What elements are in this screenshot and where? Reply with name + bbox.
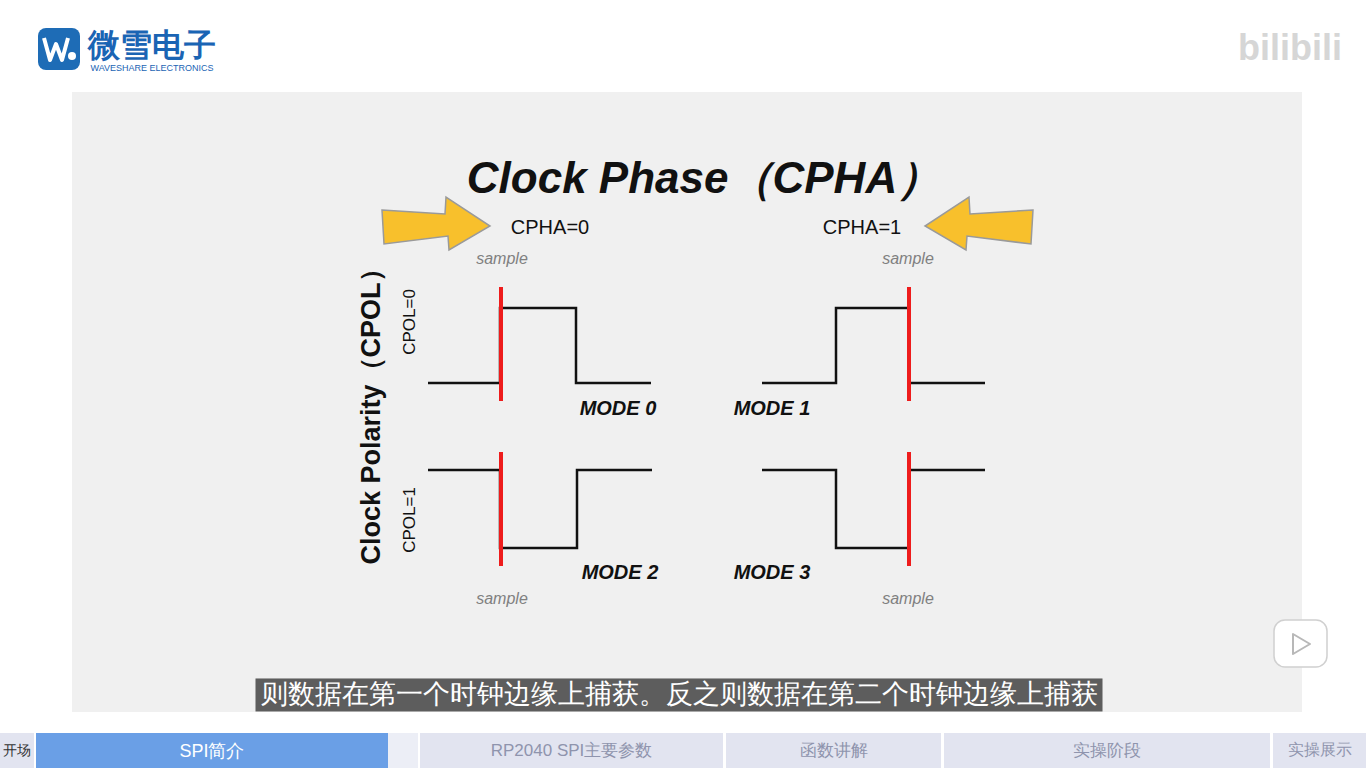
video-subtitle: 则数据在第一个时钟边缘上捕获。反之则数据在第二个时钟边缘上捕获	[256, 678, 1103, 711]
pointer-arrow	[925, 197, 1033, 250]
chapter-tab: 函数讲解	[726, 733, 941, 768]
clock-waveform	[762, 470, 985, 548]
pointer-arrow	[382, 197, 490, 250]
sample-line	[907, 452, 911, 566]
sample-line	[499, 452, 503, 566]
content-panel	[72, 92, 1302, 712]
brand-name: 微雪电子	[88, 27, 216, 64]
chapter-tab: 开场	[0, 733, 34, 768]
brand-subtitle: WAVESHARE ELECTRONICS	[90, 63, 213, 73]
play-button	[1274, 620, 1327, 667]
progress-filler	[388, 733, 418, 768]
tab-label: 函数讲解	[800, 739, 868, 762]
chapter-tab: RP2040 SPI主要参数	[420, 733, 723, 768]
sample-label: sample	[882, 590, 934, 608]
diagram-title: Clock Phase（CPHA）	[467, 153, 941, 204]
play-icon	[1293, 634, 1310, 654]
clock-waveforms	[428, 308, 985, 548]
sample-label: sample	[476, 590, 528, 608]
tab-label: 实操展示	[1288, 740, 1352, 761]
mode-label: MODE 1	[734, 397, 811, 420]
sample-label: sample	[476, 250, 528, 268]
polarity-label: CPOL=0	[400, 289, 420, 355]
logo-mark	[44, 38, 68, 60]
sample-line	[499, 287, 503, 401]
clock-waveform	[428, 308, 651, 383]
sample-label: sample	[882, 250, 934, 268]
tab-label: SPI简介	[179, 739, 244, 763]
tab-label: 实操阶段	[1073, 739, 1141, 762]
logo-dot	[68, 52, 76, 60]
phase-label: CPHA=1	[823, 216, 901, 239]
sample-markers	[501, 287, 909, 566]
active-chapter-tab: SPI简介	[36, 733, 388, 768]
chapter-tab: 实操展示	[1273, 733, 1366, 768]
tab-label: 开场	[3, 742, 31, 760]
clock-waveform	[762, 308, 985, 383]
phase-label: CPHA=0	[511, 216, 589, 239]
chapter-tab: 实操阶段	[944, 733, 1270, 768]
logo-icon	[38, 28, 80, 70]
mode-label: MODE 0	[580, 397, 657, 420]
mode-label: MODE 2	[582, 561, 659, 584]
sample-line	[907, 287, 911, 401]
tab-label: RP2040 SPI主要参数	[491, 739, 653, 762]
axis-title: Clock Polarity（CPOL）	[356, 255, 387, 564]
polarity-label: CPOL=1	[400, 487, 420, 553]
clock-waveform	[428, 470, 652, 548]
mode-label: MODE 3	[734, 561, 811, 584]
watermark: bilibili	[1238, 27, 1342, 68]
